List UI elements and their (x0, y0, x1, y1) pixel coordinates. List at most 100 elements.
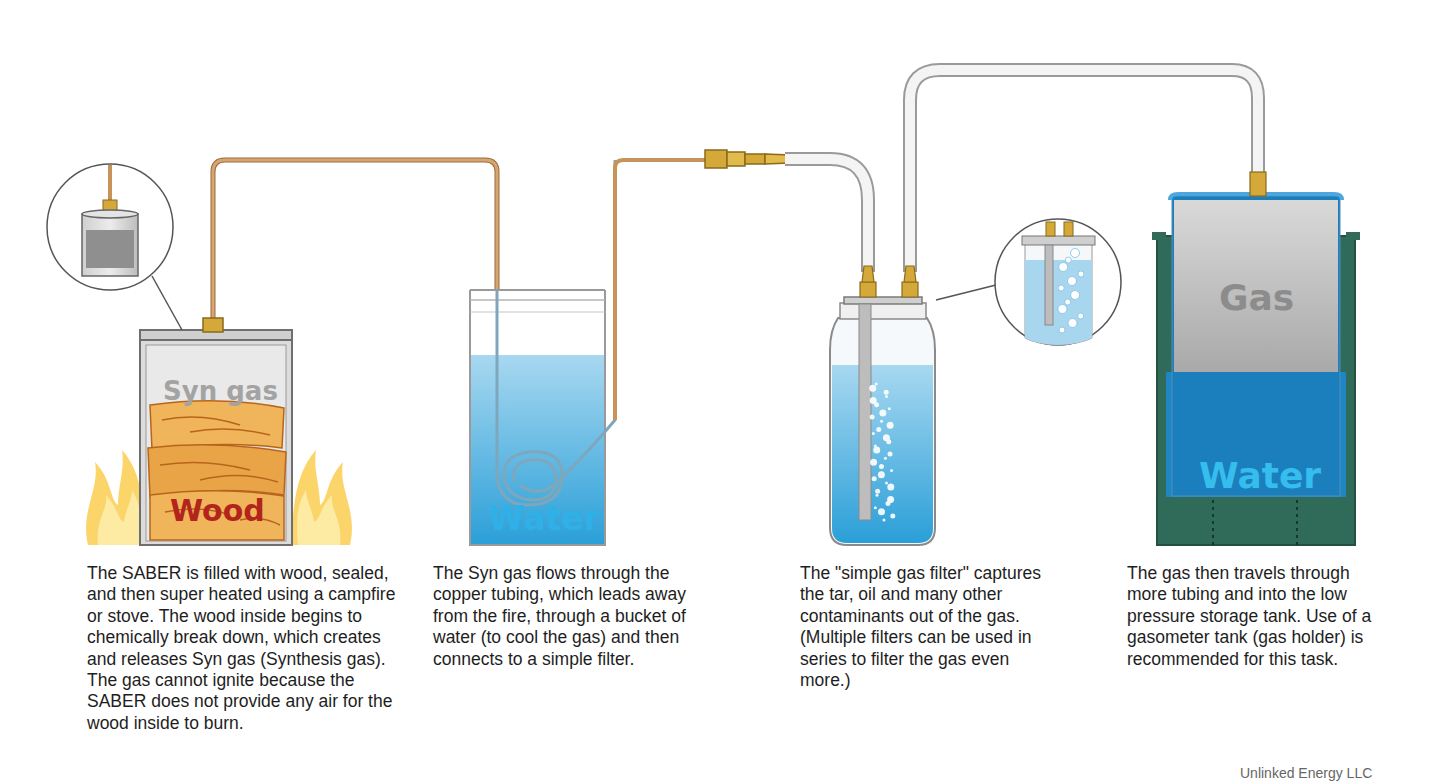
drawing-circle (887, 496, 894, 503)
drawing-path (1213, 500, 1297, 545)
drawing-circle (880, 420, 883, 423)
drawing-circle (883, 519, 886, 522)
drawing-path (470, 290, 605, 545)
drawing-circle (1058, 305, 1067, 314)
drawing-rect (146, 345, 286, 541)
step-description: The Syn gas flows through the copper tub… (433, 563, 725, 670)
drawing-path (615, 160, 705, 420)
drawing-line (152, 276, 182, 330)
drawing-circle (875, 489, 880, 494)
drawing-circle (870, 415, 875, 420)
drawing-circle (874, 506, 877, 509)
drawing-g (497, 160, 615, 505)
drawing-path (862, 266, 874, 282)
drawing-circle (888, 452, 893, 457)
drawing-circle (1065, 257, 1071, 263)
drawing-circle (890, 513, 895, 518)
gas-filter-jar (830, 266, 935, 545)
drawing-path (902, 282, 918, 297)
drawing-rect (1346, 232, 1360, 240)
wood-label: Wood (170, 496, 265, 526)
drawing-path (148, 445, 286, 497)
drawing-path (497, 290, 562, 505)
drawing-path (785, 159, 868, 272)
drawing-circle (887, 422, 894, 429)
gas-label: Gas (1219, 280, 1294, 316)
drawing-g (1046, 222, 1073, 236)
copper-tube (213, 160, 497, 332)
drawing-g (1058, 249, 1084, 334)
can-inset (47, 164, 182, 330)
drawing-rect (705, 150, 727, 168)
drawing-circle (875, 383, 878, 386)
drawing-path (150, 491, 284, 540)
drawing-rect (1174, 200, 1338, 372)
drawing-path (860, 282, 876, 297)
drawing-circle (870, 459, 877, 466)
water-label: Water (488, 502, 600, 535)
drawing-path (213, 160, 497, 332)
drawing-line (936, 285, 996, 300)
drawing-rect (470, 355, 605, 545)
drawing-path (830, 318, 935, 545)
drawing-circle (890, 469, 893, 472)
drawing-circle (1059, 327, 1065, 333)
drawing-rect (1152, 232, 1166, 240)
drawing-rect (840, 303, 926, 319)
drawing-circle (875, 494, 878, 497)
drawing-circle (885, 395, 888, 398)
drawing-circle (884, 390, 889, 395)
drawing-circle (1071, 249, 1080, 258)
drawing-rect (140, 332, 292, 545)
drawing-circle (873, 447, 880, 454)
step-description: The "simple gas filter" captures the tar… (800, 563, 1044, 691)
drawing-rect (1064, 222, 1073, 236)
drawing-circle (878, 471, 885, 478)
drawing-rect (1046, 222, 1055, 236)
drawing-circle (1078, 313, 1084, 319)
drawing-path (1025, 260, 1092, 345)
water-bucket (470, 160, 705, 545)
saber-can: Syn gasWood (140, 332, 292, 545)
gasometer-tank (1152, 172, 1360, 545)
drawing-circle (47, 164, 173, 290)
drawing-circle (995, 219, 1121, 345)
drawing-circle (869, 385, 876, 392)
gas-label: Syn gas (163, 378, 278, 404)
drawing-circle (878, 508, 885, 515)
drawing-path (150, 401, 284, 450)
drawing-circle (888, 407, 891, 410)
drawing-circle (1068, 319, 1077, 328)
drawing-ellipse (82, 210, 138, 218)
brass-fitting (705, 150, 790, 168)
drawing-circle (885, 481, 888, 484)
drawing-circle (1059, 263, 1068, 272)
drawing-rect (1045, 245, 1053, 325)
step-description: The SABER is filled with wood, sealed, a… (87, 563, 399, 734)
saber-can (140, 318, 292, 545)
drawing-circle (872, 476, 877, 481)
jar-inset (936, 219, 1121, 345)
water-label: Water (1199, 458, 1321, 494)
drawing-path (904, 266, 916, 282)
step-description: The gas then travels through more tubing… (1127, 563, 1393, 670)
drawing-circle (1078, 271, 1084, 277)
drawing-rect (1022, 236, 1095, 245)
drawing-line (470, 299, 605, 301)
drawing-path (520, 160, 615, 491)
drawing-rect (86, 230, 134, 268)
drawing-rect (859, 304, 871, 520)
drawing-circle (1058, 285, 1064, 291)
water-bucket: Water (470, 290, 605, 545)
drawing-circle (883, 434, 890, 441)
drawing-path (98, 490, 141, 545)
drawing-path (785, 159, 868, 272)
drawing-rect (82, 214, 138, 276)
drawing-circle (887, 484, 894, 491)
bubbles (869, 383, 895, 522)
drawing-circle (872, 432, 875, 435)
gasometer-tank: GasWater (1157, 196, 1355, 545)
drawing-line (470, 289, 605, 291)
drawing-path (292, 450, 352, 545)
drawing-rect (844, 297, 922, 304)
